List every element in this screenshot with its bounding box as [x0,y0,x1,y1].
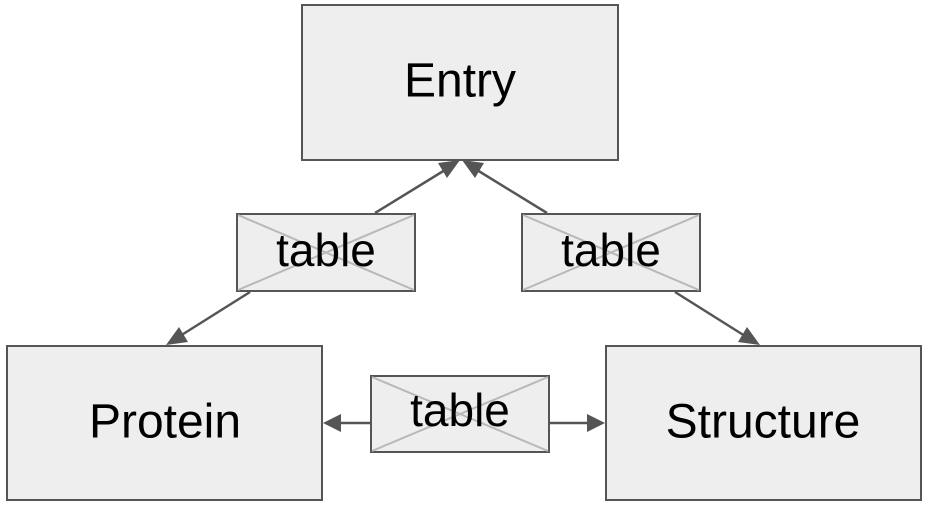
join-table-protein-structure: table [370,375,550,453]
join-table-entry-structure-label: table [561,224,661,276]
edge-entry-protein-upper [374,168,446,215]
protein-label: Protein [89,396,241,449]
edges [166,160,760,432]
structure-box [605,345,922,501]
arrowhead-entry-right [462,160,484,178]
edge-entry-protein-lower [179,290,251,338]
join-table-entry-protein-cross-b [237,214,415,291]
join-table-entry-structure-cross-b [522,214,700,291]
edge-entry-structure-upper [476,168,548,215]
arrowhead-structure-right [587,414,605,432]
entry-label: Entry [404,55,516,108]
entity-structure: Structure [605,345,922,501]
arrowhead-entry-left [438,160,460,178]
entity-protein: Protein [6,345,323,501]
join-table-entry-protein: table [236,213,416,292]
entity-entry: Entry [301,4,619,161]
arrowhead-protein-left [323,414,341,432]
protein-box [6,345,323,501]
structure-label: Structure [666,396,861,449]
arrowhead-structure [738,327,760,345]
join-table-protein-structure-label: table [410,384,510,436]
join-table-protein-structure-cross-b [371,376,549,452]
entry-box [301,4,619,161]
arrowhead-protein [166,327,188,345]
join-table-entry-structure: table [521,213,701,292]
join-table-entry-protein-label: table [276,224,376,276]
edge-entry-structure-lower [674,290,746,338]
